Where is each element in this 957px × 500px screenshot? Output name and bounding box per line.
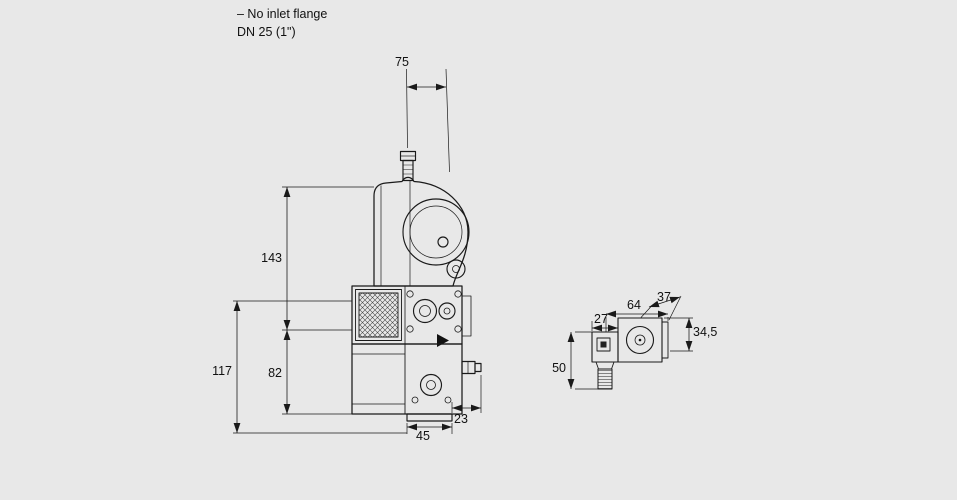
dim-bottom-width: 45 <box>406 423 453 443</box>
dim-top-width: 75 <box>395 55 450 173</box>
connector-block <box>591 331 619 363</box>
dim-label-total-height: 117 <box>212 364 232 378</box>
dim-connector-width: 27 <box>591 312 618 332</box>
note-block: – No inlet flange DN 25 (1") <box>237 7 327 39</box>
dim-label-bottom-offset: 23 <box>454 412 468 426</box>
side-dimensions: 27 64 37 34,5 50 <box>552 290 717 390</box>
dim-actuator-height: 143 <box>261 186 374 331</box>
main-valve-view <box>351 150 482 422</box>
dim-label-connector-width: 27 <box>594 312 608 326</box>
dim-label-height-right: 34,5 <box>693 325 717 339</box>
dim-body-height: 82 <box>268 330 352 415</box>
dim-label-height-left: 50 <box>552 361 566 375</box>
dim-depth: 37 <box>640 290 682 321</box>
cable-gland <box>595 361 615 390</box>
test-point-stub <box>461 360 482 375</box>
valve-body-mid <box>351 285 472 347</box>
dim-label-depth: 37 <box>657 290 671 304</box>
dim-bottom-offset: 23 <box>451 375 482 426</box>
flow-direction-arrow <box>437 334 449 347</box>
dim-label-body-height: 82 <box>268 366 282 380</box>
solenoid-body <box>617 317 669 363</box>
dim-label-total-width: 64 <box>627 298 641 312</box>
dim-label-bottom-width: 45 <box>416 429 430 443</box>
dim-total-width: 64 <box>605 298 669 332</box>
main-dimensions: 75 143 82 117 45 <box>212 55 482 443</box>
note-line-1: – No inlet flange <box>237 7 327 21</box>
note-line-2: DN 25 (1") <box>237 25 296 39</box>
valve-stem <box>399 150 417 182</box>
dim-label-top-width: 75 <box>395 55 409 69</box>
dim-height-left: 50 <box>552 331 598 390</box>
dim-height-right: 34,5 <box>664 317 717 352</box>
dim-total-height: 117 <box>212 300 407 434</box>
valve-body-lower <box>351 343 482 422</box>
strainer-mesh <box>358 292 399 338</box>
dim-label-actuator-height: 143 <box>261 251 282 265</box>
solenoid-side-view <box>591 317 669 390</box>
valve-actuator <box>373 176 470 287</box>
